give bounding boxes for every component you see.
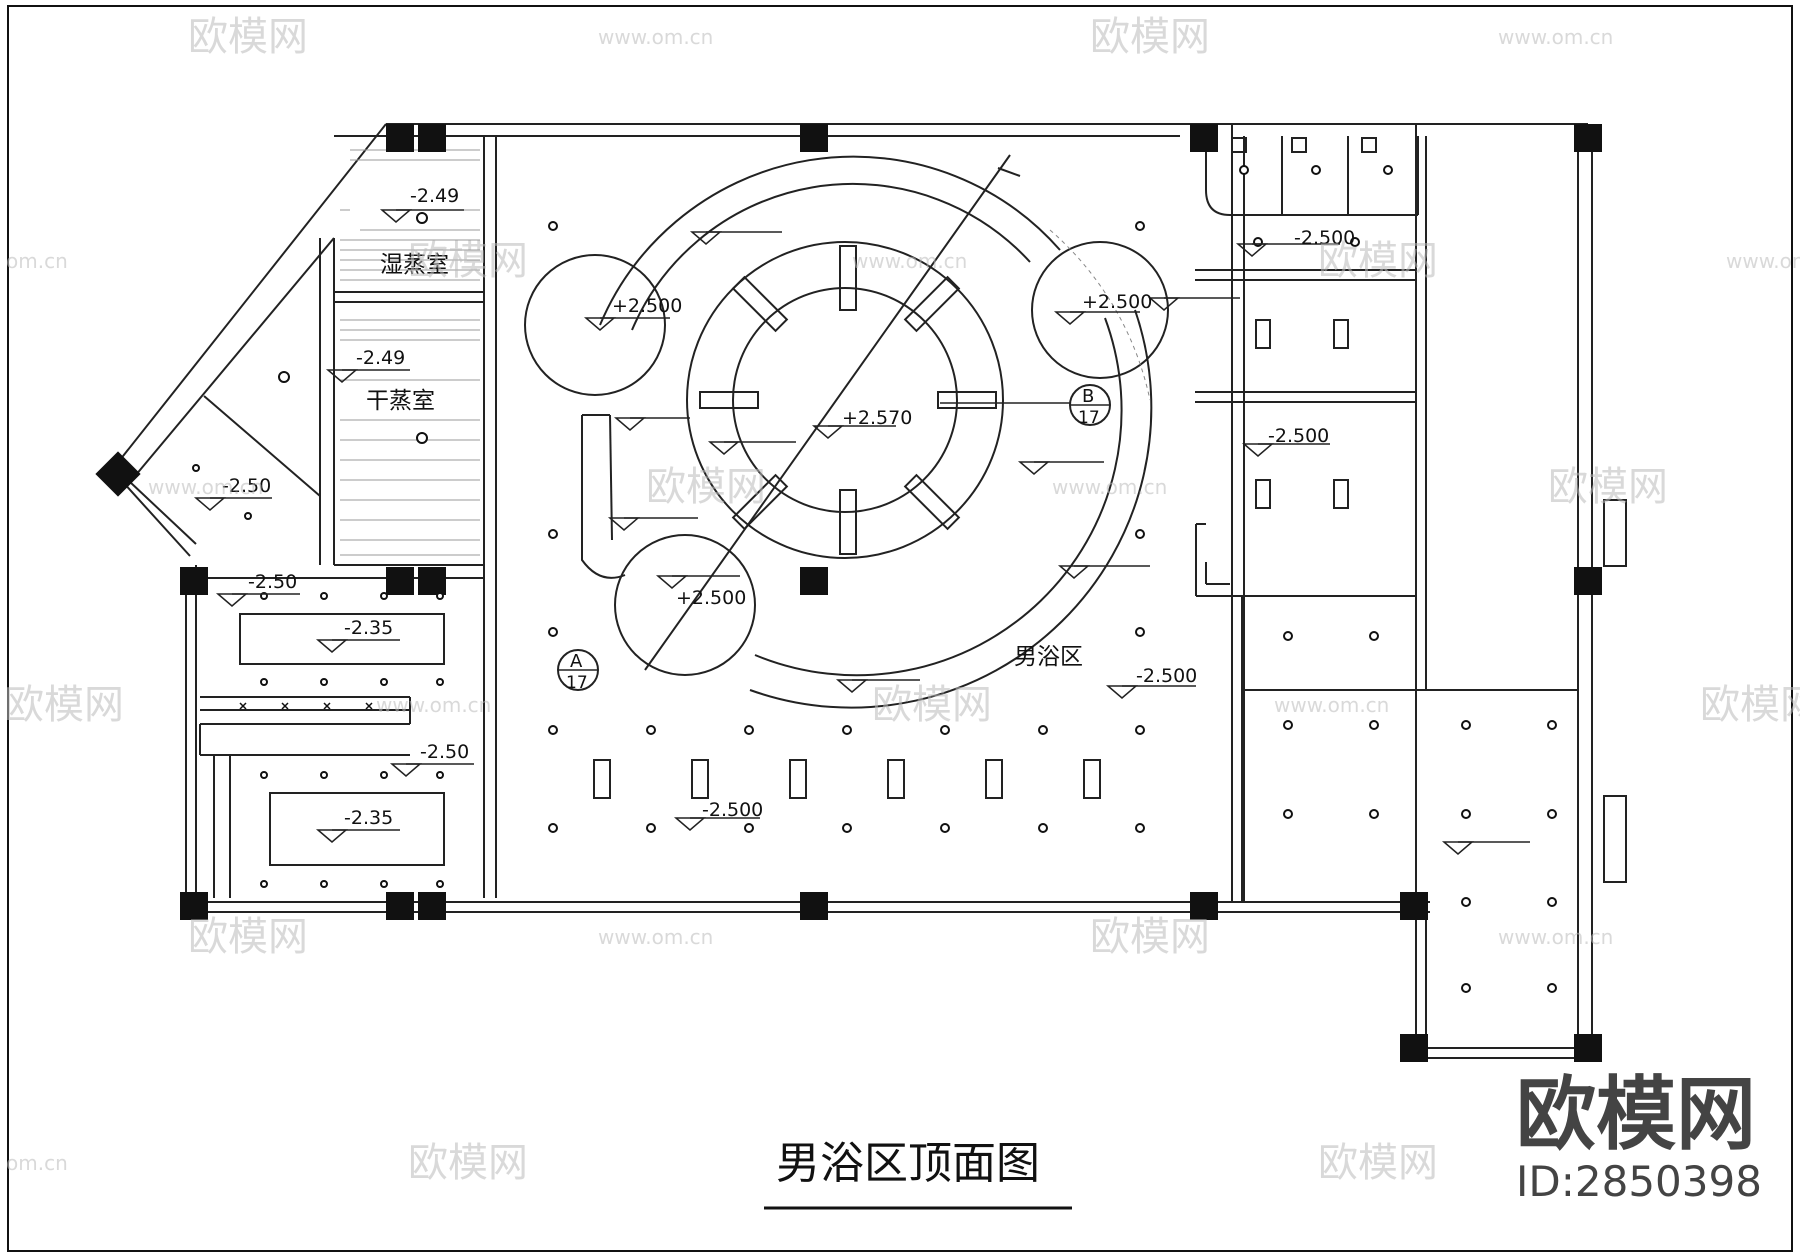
- section-b-letter: B: [1082, 386, 1094, 407]
- watermark-url: www.om.cn: [852, 249, 967, 273]
- room-dry-steam: 干蒸室: [366, 388, 435, 414]
- drawing-frame: [7, 5, 1793, 1252]
- level-wet-steam: -2.49: [410, 185, 459, 207]
- watermarks: 欧模网 www.om.cn 欧模网 www.om.cn om.cn 欧模网 ww…: [4, 14, 1800, 1186]
- ring-dashed: [1049, 229, 1151, 401]
- watermark-brand: 欧模网: [1318, 238, 1438, 284]
- watermark-brand: 欧模网: [408, 1140, 528, 1186]
- vent-marks: [239, 702, 373, 710]
- level-right-upper: -2.500: [1294, 227, 1355, 249]
- watermark-url: www.om.cn: [1498, 25, 1613, 49]
- watermark-url: www.om.cn: [148, 475, 263, 499]
- watermark-url: www.om.cn: [1498, 925, 1613, 949]
- level-labels: -2.49 -2.49 -2.50 -2.50 -2.35 -2.50 -2.3…: [222, 185, 1355, 829]
- watermark-brand: 欧模网: [188, 14, 308, 60]
- watermark-url: www.om.cn: [598, 925, 713, 949]
- central-pool: [524, 154, 1169, 709]
- level-left-corridor: -2.50: [248, 571, 297, 593]
- room-men-bath: 男浴区: [1014, 644, 1083, 670]
- model-id: ID:2850398: [1516, 1157, 1762, 1206]
- downlights: [192, 165, 1557, 993]
- watermark-brand: 欧模网: [1318, 1140, 1438, 1186]
- level-left-corridor2: -2.50: [420, 741, 469, 763]
- level-corner: -2.50: [222, 475, 271, 497]
- level-center-dome: +2.570: [842, 407, 912, 429]
- watermark-brand: 欧模网: [1548, 464, 1668, 510]
- room-wet-steam: 湿蒸室: [380, 252, 449, 278]
- level-right-middle: -2.500: [1268, 425, 1329, 447]
- level-bath-bottom: -2.500: [702, 799, 763, 821]
- light-boxes: [239, 137, 1377, 866]
- section-a-sheet: 17: [566, 673, 588, 693]
- watermark-url: www.om.cn: [1052, 475, 1167, 499]
- watermark-brand: 欧模网: [4, 682, 124, 728]
- level-left-box2: -2.35: [344, 807, 393, 829]
- section-mark-a: A 17: [557, 649, 599, 693]
- room-labels: 湿蒸室 干蒸室 男浴区: [366, 252, 1083, 670]
- watermark-brand: 欧模网: [1090, 914, 1210, 960]
- level-markers: [193, 209, 1530, 855]
- level-bath-right: -2.500: [1136, 665, 1197, 687]
- watermark-brand: 欧模网: [646, 464, 766, 510]
- section-b-sheet: 17: [1078, 408, 1100, 428]
- watermark-brand: 欧模网: [1090, 14, 1210, 60]
- level-dry-steam: -2.49: [356, 347, 405, 369]
- level-left-box1: -2.35: [344, 617, 393, 639]
- section-mark-b: B 17: [940, 384, 1111, 428]
- watermark-url: www.om.cn: [598, 25, 713, 49]
- brand-logo-text: 欧模网: [1516, 1068, 1756, 1161]
- watermark-brand: 欧模网: [1700, 682, 1800, 728]
- drawing-title: 男浴区顶面图: [776, 1138, 1040, 1189]
- structural-columns: [95, 124, 1602, 1062]
- level-pool-top-left: +2.500: [612, 295, 682, 317]
- level-pool-top-right: +2.500: [1082, 291, 1152, 313]
- watermark-url: www.om.cn: [1274, 693, 1389, 717]
- watermark-url: om.cn: [6, 1151, 68, 1175]
- watermark-brand: 欧模网: [188, 914, 308, 960]
- watermark-brand: 欧模网: [872, 682, 992, 728]
- watermark-url: www.om.cn: [1726, 249, 1800, 273]
- watermark-url: www.om.cn: [376, 693, 491, 717]
- watermark-url: om.cn: [6, 249, 68, 273]
- section-a-letter: A: [570, 651, 583, 672]
- level-pool-bottom: +2.500: [676, 587, 746, 609]
- watermark-brand: 欧模网: [408, 238, 528, 284]
- steam-room-hatching: [340, 149, 480, 556]
